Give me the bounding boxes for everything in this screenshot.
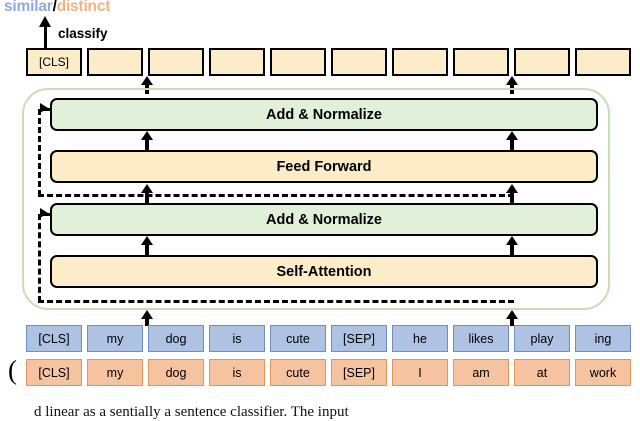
ln1-to-ff-arrow-head-right-icon [506, 184, 518, 193]
input-to-sa-arrow-shaft-right-icon [510, 318, 514, 326]
sa-to-ln1-arrow-shaft-right-icon [510, 244, 514, 256]
token-blue-4[interactable]: cute [270, 325, 326, 352]
token-blue-6[interactable]: he [392, 325, 448, 352]
token-blue-3[interactable]: is [209, 325, 265, 352]
classify-arrow-shaft-icon [44, 24, 47, 50]
ln1-to-ff-arrow-shaft-left-icon [145, 192, 149, 204]
residual-1-into-ln1-line [40, 213, 52, 216]
layer-feed-forward-label: Feed Forward [276, 158, 372, 175]
token-orange-1[interactable]: my [87, 359, 143, 386]
output-token-6 [392, 48, 448, 76]
output-token-9 [575, 48, 631, 76]
token-blue-1[interactable]: my [87, 325, 143, 352]
encoder-output-arrow-head-right-icon [506, 76, 518, 85]
token-orange-0[interactable]: [CLS] [26, 359, 82, 386]
classify-label: classify [58, 26, 108, 41]
output-token-3 [209, 48, 265, 76]
ff-to-ln2-arrow-head-left-icon [141, 131, 153, 140]
residual-2-into-ln2-line [40, 108, 52, 111]
output-token-7 [453, 48, 509, 76]
layer-self-attention-label: Self-Attention [276, 263, 372, 280]
output-token-row: [CLS] [26, 48, 631, 76]
output-token-4 [270, 48, 326, 76]
layer-add-normalize-2-label: Add & Normalize [265, 106, 382, 123]
figure-caption: d linear as a sentially a sentence class… [34, 404, 349, 420]
sa-to-ln1-arrow-head-left-icon [141, 236, 153, 245]
token-orange-9[interactable]: work [575, 359, 631, 386]
layer-add-normalize-1-label: Add & Normalize [265, 211, 382, 228]
layer-self-attention: Self-Attention [50, 255, 598, 288]
output-token-5 [331, 48, 387, 76]
encoder-block-container [22, 88, 610, 310]
input-token-row-similar: [CLS] my dog is cute [SEP] he likes play… [26, 325, 631, 352]
sa-to-ln1-arrow-head-right-icon [506, 236, 518, 245]
output-token-2 [148, 48, 204, 76]
token-orange-5[interactable]: [SEP] [331, 359, 387, 386]
layer-add-normalize-2: Add & Normalize [50, 98, 598, 131]
ff-to-ln2-arrow-shaft-left-icon [145, 139, 149, 151]
input-to-sa-arrow-head-right-icon [506, 310, 518, 319]
input-to-sa-arrow-shaft-left-icon [145, 318, 149, 326]
residual-2-left-line [38, 109, 41, 196]
token-orange-2[interactable]: dog [148, 359, 204, 386]
input-token-row-distinct: [CLS] my dog is cute [SEP] I am at work [26, 359, 631, 386]
token-orange-3[interactable]: is [209, 359, 265, 386]
label-slash: / [52, 0, 57, 15]
output-token-0: [CLS] [26, 48, 82, 76]
layer-feed-forward: Feed Forward [50, 150, 598, 183]
token-blue-5[interactable]: [SEP] [331, 325, 387, 352]
residual-1-left-line [38, 214, 41, 302]
residual-2-bottom-line [38, 194, 514, 197]
encoder-output-arrow-head-left-icon [141, 76, 153, 85]
token-blue-9[interactable]: ing [575, 325, 631, 352]
ff-to-ln2-arrow-head-right-icon [506, 131, 518, 140]
token-orange-8[interactable]: at [514, 359, 570, 386]
input-to-sa-arrow-head-left-icon [141, 310, 153, 319]
token-orange-7[interactable]: am [453, 359, 509, 386]
ln1-to-ff-arrow-head-left-icon [141, 184, 153, 193]
residual-1-bottom-line [38, 300, 514, 303]
label-similar: similar [4, 0, 53, 15]
token-blue-0[interactable]: [CLS] [26, 325, 82, 352]
token-blue-2[interactable]: dog [148, 325, 204, 352]
ff-to-ln2-arrow-shaft-right-icon [510, 139, 514, 151]
output-token-1 [87, 48, 143, 76]
classify-arrow-head-icon [39, 16, 51, 27]
token-orange-6[interactable]: I [392, 359, 448, 386]
classification-head-label: similar/distinct [4, 0, 110, 16]
open-paren: ( [8, 355, 17, 385]
sa-to-ln1-arrow-shaft-left-icon [145, 244, 149, 256]
token-blue-8[interactable]: play [514, 325, 570, 352]
output-token-8 [514, 48, 570, 76]
token-blue-7[interactable]: likes [453, 325, 509, 352]
token-orange-4[interactable]: cute [270, 359, 326, 386]
ln1-to-ff-arrow-shaft-right-icon [510, 192, 514, 204]
layer-add-normalize-1: Add & Normalize [50, 203, 598, 236]
label-distinct: distinct [56, 0, 111, 15]
